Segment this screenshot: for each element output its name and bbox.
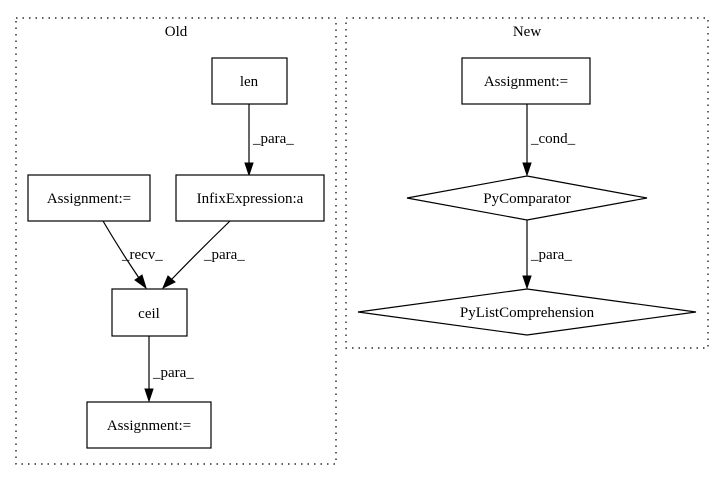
node-diamond	[406, 175, 648, 221]
edge-arrowhead	[522, 275, 532, 290]
edge-label: _para_	[152, 365, 194, 381]
edge-infix-to-ceil: _para_	[162, 220, 245, 290]
node-label: Assignment:=	[107, 418, 191, 434]
edge-len-to-infix: _para_	[244, 104, 294, 177]
edge-label: _recv_	[121, 247, 163, 263]
edge-line	[102, 220, 140, 279]
node-pycomparator[interactable]: PyComparator	[406, 175, 648, 221]
node-assignment-old-bottom[interactable]: Assignment:=	[86, 401, 212, 449]
node-label: InfixExpression:a	[197, 191, 304, 207]
node-label: Assignment:=	[484, 74, 568, 90]
node-box	[461, 57, 591, 105]
edge-arrowhead	[244, 162, 254, 177]
edge-arrowhead	[144, 388, 154, 403]
cluster-old: Old	[15, 17, 337, 465]
edge-label: _para_	[530, 247, 572, 263]
node-box	[27, 174, 151, 222]
node-label: Assignment:=	[47, 191, 131, 207]
node-ceil[interactable]: ceil	[111, 288, 188, 337]
node-diamond	[357, 288, 697, 336]
node-len[interactable]: len	[211, 57, 288, 105]
node-assignment-new[interactable]: Assignment:=	[461, 57, 591, 105]
cluster-new: New	[345, 17, 709, 349]
node-box	[86, 401, 212, 449]
cluster-old-border	[15, 17, 337, 465]
edge-line	[171, 220, 231, 280]
edge-assign-to-ceil: _recv_	[102, 220, 163, 290]
edge-arrowhead	[522, 162, 532, 177]
node-label: PyListComprehension	[460, 305, 595, 321]
edge-label: _cond_	[530, 131, 576, 147]
cluster-new-border	[345, 17, 709, 349]
node-label: ceil	[138, 306, 160, 322]
cluster-new-label: New	[513, 24, 541, 40]
edge-arrowhead	[134, 274, 147, 290]
edge-label: _para_	[252, 131, 294, 147]
node-label: len	[240, 74, 259, 90]
node-infix-expression[interactable]: InfixExpression:a	[175, 174, 325, 222]
edge-comparator-to-listcomp: _para_	[522, 220, 572, 290]
edge-new-assign-to-comparator: _cond_	[522, 104, 576, 177]
edge-label: _para_	[203, 247, 245, 263]
node-box	[175, 174, 325, 222]
node-box	[211, 57, 288, 105]
node-label: PyComparator	[483, 191, 571, 207]
edge-ceil-to-assign: _para_	[144, 336, 194, 403]
node-assignment-old-top[interactable]: Assignment:=	[27, 174, 151, 222]
cluster-old-label: Old	[165, 24, 188, 40]
edge-arrowhead	[162, 275, 176, 290]
node-pylistcomprehension[interactable]: PyListComprehension	[357, 288, 697, 336]
node-box	[111, 288, 188, 337]
